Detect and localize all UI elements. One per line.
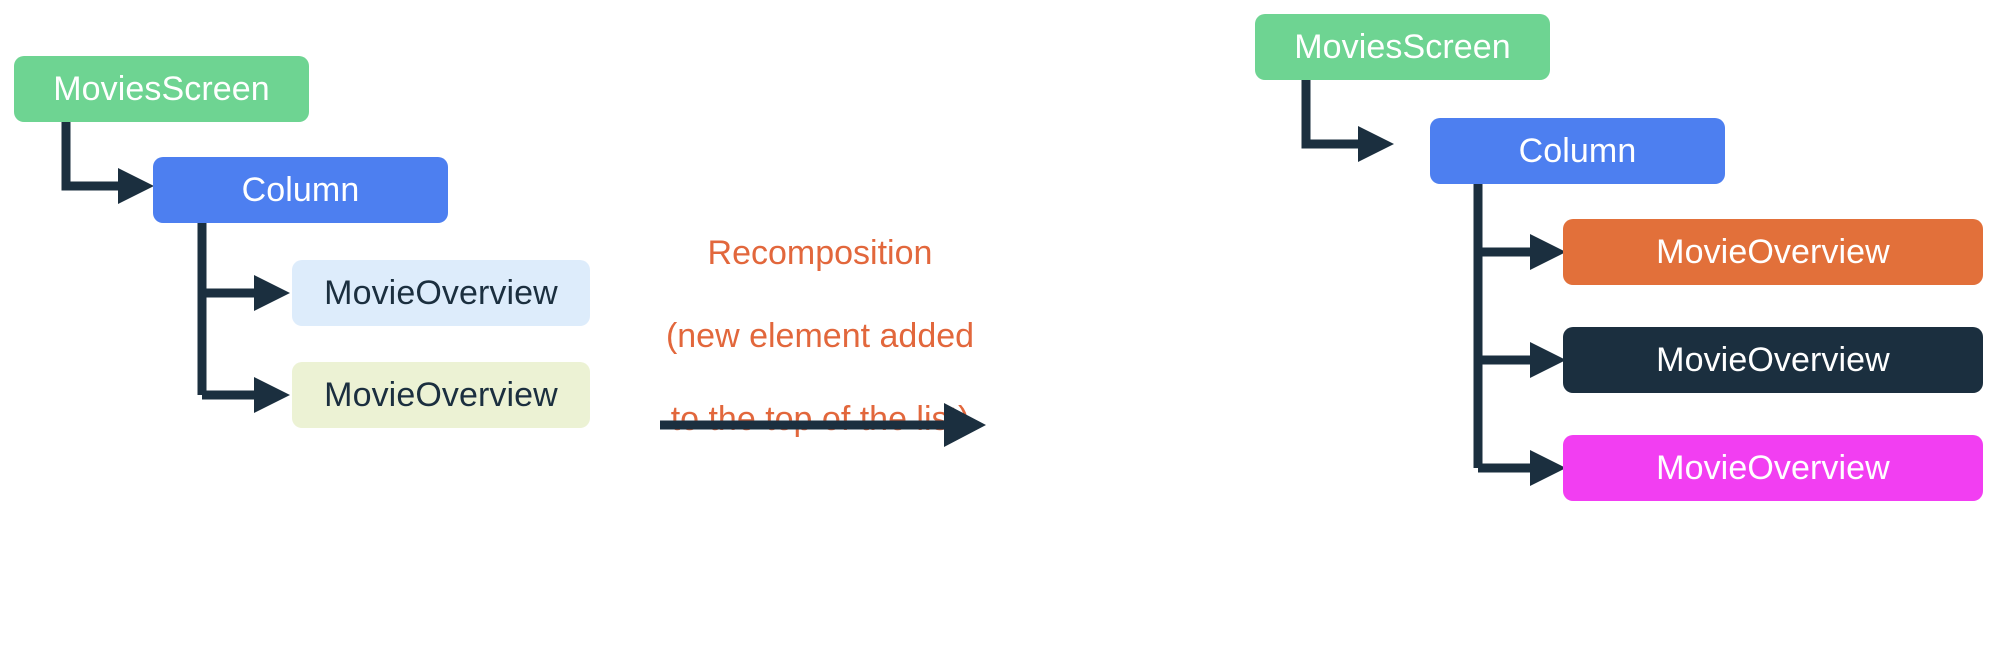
recomposition-caption-line-3: to the top of the list) [670, 400, 970, 439]
after-moviesscreen-label: MoviesScreen [1294, 27, 1511, 66]
before-node-column: Column [153, 157, 448, 223]
before-movieoverview-1-label: MovieOverview [324, 273, 558, 312]
before-column-label: Column [241, 170, 360, 209]
after-movieoverview-2-label: MovieOverview [1656, 340, 1890, 379]
after-movieoverview-1-label: MovieOverview [1656, 232, 1890, 271]
before-moviesscreen-label: MoviesScreen [53, 69, 270, 108]
after-node-moviesscreen: MoviesScreen [1255, 14, 1550, 80]
after-connector-root-to-column [1300, 80, 1410, 165]
before-node-movieoverview-1: MovieOverview [292, 260, 590, 326]
after-node-movieoverview-1: MovieOverview [1563, 219, 1983, 285]
before-node-moviesscreen: MoviesScreen [14, 56, 309, 122]
after-node-column: Column [1430, 118, 1725, 184]
after-node-movieoverview-3: MovieOverview [1563, 435, 1983, 501]
after-movieoverview-3-label: MovieOverview [1656, 448, 1890, 487]
recomposition-caption: Recomposition (new element added to the … [655, 192, 985, 482]
after-node-movieoverview-2: MovieOverview [1563, 327, 1983, 393]
after-column-label: Column [1518, 131, 1637, 170]
before-node-movieoverview-2: MovieOverview [292, 362, 590, 428]
recomposition-caption-line-2: (new element added [665, 317, 975, 356]
before-movieoverview-2-label: MovieOverview [324, 375, 558, 414]
recomposition-caption-line-1: Recomposition [707, 234, 933, 273]
recomposition-arrow [660, 398, 990, 452]
